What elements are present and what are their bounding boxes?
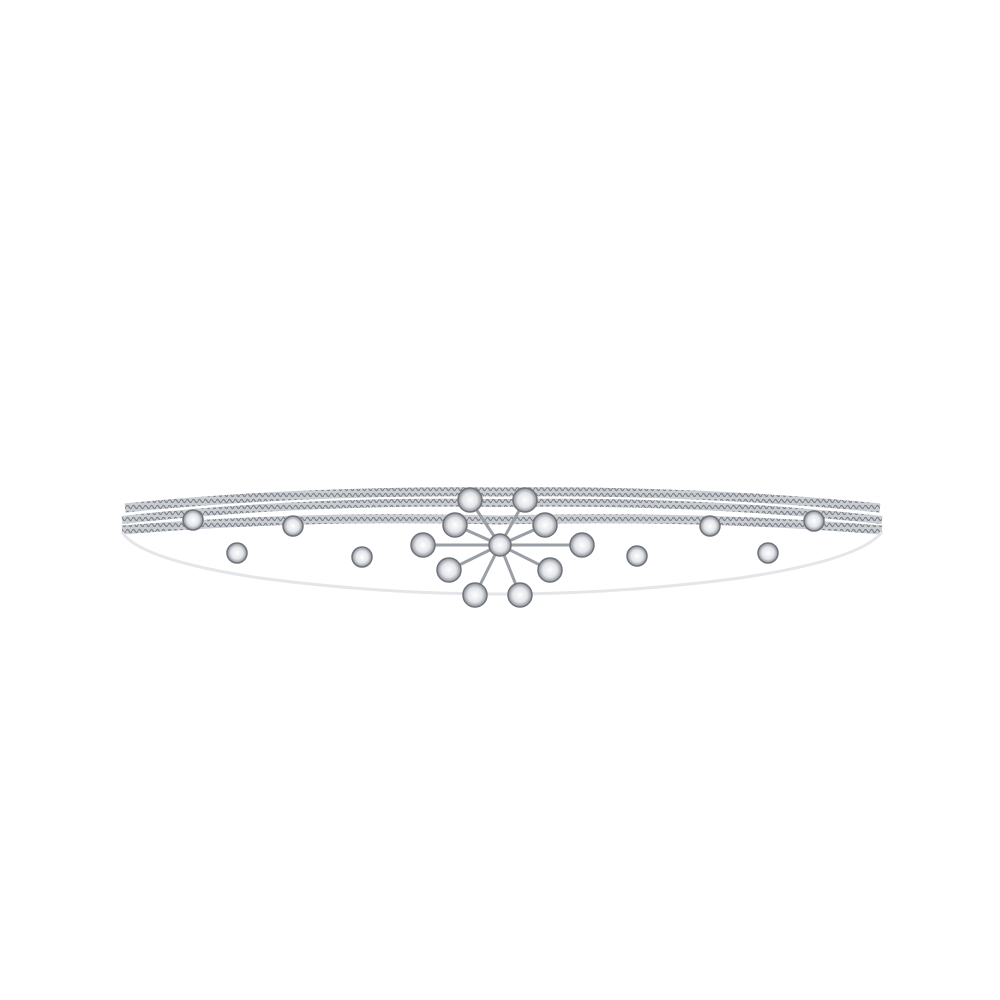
diamond bbox=[512, 487, 538, 513]
chain-middle bbox=[121, 498, 883, 524]
diamond bbox=[757, 542, 779, 564]
diamond bbox=[507, 582, 533, 608]
diamond bbox=[351, 546, 373, 568]
diamond bbox=[442, 512, 468, 538]
diamond bbox=[803, 510, 825, 532]
chain-lower bbox=[121, 514, 883, 535]
diamond bbox=[532, 512, 558, 538]
center-flower-motif bbox=[410, 487, 595, 608]
diamond bbox=[182, 509, 204, 531]
diamond bbox=[537, 557, 563, 583]
diamond bbox=[488, 533, 512, 557]
chain-upper bbox=[124, 487, 881, 513]
diamond bbox=[569, 532, 595, 558]
diamond bbox=[699, 515, 721, 537]
diamond bbox=[282, 515, 304, 537]
diamond bbox=[457, 487, 483, 513]
station-diamonds bbox=[182, 509, 825, 568]
diamond bbox=[410, 532, 436, 558]
diamond bbox=[462, 582, 488, 608]
diamond bbox=[626, 545, 648, 567]
chain-back bbox=[120, 531, 884, 596]
diamond bbox=[226, 542, 248, 564]
chain-strands bbox=[120, 487, 884, 596]
diamond bbox=[436, 557, 462, 583]
